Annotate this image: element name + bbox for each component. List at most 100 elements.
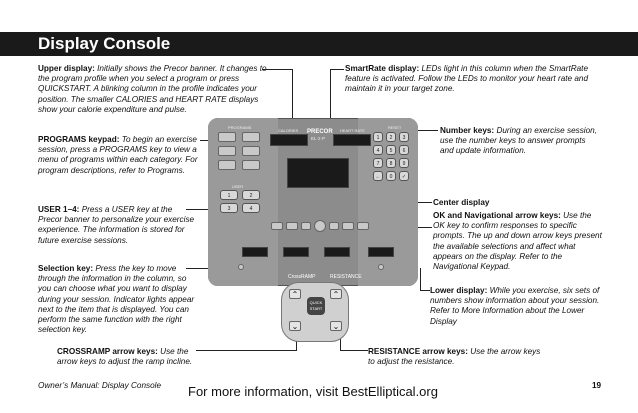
heart-rate-label: HEART RATE: [340, 128, 365, 133]
number-key-enter[interactable]: ✓: [399, 171, 409, 181]
callout-label: Number keys:: [440, 126, 495, 135]
callout-text: Use the OK key to confirm responses to s…: [433, 211, 602, 272]
callout-ok-nav-keys: OK and Navigational arrow keys: Use the …: [433, 211, 603, 272]
console-left-panel: [208, 118, 278, 286]
number-key-0[interactable]: 0: [386, 171, 396, 181]
callout-text: Use the arrow keys to adjust the ramp in…: [57, 347, 193, 367]
footer-promo: For more information, visit BestElliptic…: [188, 384, 438, 399]
callout-label: Upper display:: [38, 64, 95, 73]
callout-selection-key: Selection key: Press the key to move thr…: [38, 264, 200, 335]
leader-crossramp: [196, 350, 296, 351]
leader-upper-display: [262, 69, 292, 70]
program-key-3[interactable]: [218, 146, 236, 156]
program-key-5[interactable]: [218, 160, 236, 170]
number-key-clear[interactable]: ←: [373, 171, 383, 181]
callout-number-keys: Number keys: During an exercise session,…: [440, 126, 600, 157]
reset-label: RESET: [388, 125, 402, 130]
user-key-3[interactable]: 3: [220, 203, 238, 213]
nav-up-arrow[interactable]: [301, 222, 311, 230]
lower-display-1: [242, 247, 268, 257]
number-key-1[interactable]: 1: [373, 132, 383, 142]
leader-smartrate-v: [330, 69, 331, 127]
quick-start-label: QUICK START: [309, 300, 323, 311]
resistance-down-arrow[interactable]: ⌄: [330, 321, 342, 331]
program-key-6[interactable]: [242, 160, 260, 170]
footer-manual-title: Owner’s Manual: Display Console: [38, 381, 162, 390]
callout-smartrate: SmartRate display: LEDs light in this co…: [345, 64, 600, 95]
number-key-4[interactable]: 4: [373, 145, 383, 155]
user-key-4[interactable]: 4: [242, 203, 260, 213]
user-key-2[interactable]: 2: [242, 190, 260, 200]
resistance-label: RESISTANCE: [330, 274, 362, 280]
lower-display-4: [368, 247, 394, 257]
leader-number-keys: [408, 130, 438, 131]
nav-key-left-2[interactable]: [286, 222, 298, 230]
callout-label: SmartRate display:: [345, 64, 420, 73]
crossramp-down-arrow[interactable]: ⌄: [289, 321, 301, 331]
nav-down-arrow[interactable]: [329, 222, 339, 230]
nav-key-right-1[interactable]: [342, 222, 354, 230]
leader-lower-display: [420, 290, 430, 291]
leader-resistance: [340, 350, 368, 351]
nav-key-left-1[interactable]: [271, 222, 283, 230]
nav-key-right-2[interactable]: [357, 222, 369, 230]
program-key-4[interactable]: [242, 146, 260, 156]
user-label: USER: [232, 184, 244, 189]
callout-label: PROGRAMS keypad:: [38, 135, 120, 144]
number-key-9[interactable]: 9: [399, 158, 409, 168]
heart-rate-display: [333, 134, 371, 146]
quick-start-button[interactable]: QUICK START: [307, 297, 325, 315]
callout-resistance: RESISTANCE arrow keys: Use the arrow key…: [368, 347, 548, 367]
callout-label: Lower display:: [430, 286, 488, 295]
callout-label: CROSSRAMP arrow keys:: [57, 347, 158, 356]
leader-user: [186, 209, 216, 210]
callout-crossramp: CROSSRAMP arrow keys: Use the arrow keys…: [57, 347, 207, 367]
callout-text: LEDs light in this column when the Smart…: [345, 64, 589, 94]
callout-programs-keypad: PROGRAMS keypad: To begin an exercise se…: [38, 135, 200, 176]
callout-label: USER 1–4:: [38, 205, 80, 214]
brand-logo: PRECOR: [307, 129, 333, 135]
number-key-5[interactable]: 5: [386, 145, 396, 155]
callout-center-display: Center display: [433, 198, 603, 208]
user-key-1[interactable]: 1: [220, 190, 238, 200]
callout-user-keys: USER 1–4: Press a USER key at the Precor…: [38, 205, 198, 246]
number-key-7[interactable]: 7: [373, 158, 383, 168]
section-title: Display Console: [0, 32, 638, 56]
callout-label: Selection key:: [38, 264, 94, 273]
number-key-6[interactable]: 6: [399, 145, 409, 155]
program-key-2[interactable]: [242, 132, 260, 142]
number-key-2[interactable]: 2: [386, 132, 396, 142]
ok-key[interactable]: [314, 220, 326, 232]
lower-display-3: [324, 247, 350, 257]
program-key-1[interactable]: [218, 132, 236, 142]
leader-upper-display-v: [292, 69, 293, 127]
callout-text: Use the arrow keys to adjust the resista…: [368, 347, 541, 367]
callout-text: Press the key to move through the inform…: [38, 264, 195, 335]
leader-smartrate: [330, 69, 344, 70]
callout-label: Center display: [433, 198, 490, 207]
crossramp-up-arrow[interactable]: ⌃: [289, 289, 301, 299]
calories-label: CALORIES: [278, 128, 299, 133]
center-display: [287, 158, 349, 188]
calories-display: [270, 134, 308, 146]
callout-label: OK and Navigational arrow keys:: [433, 211, 561, 220]
selection-key-right[interactable]: [378, 264, 384, 270]
callout-text: While you exercise, six sets of numbers …: [430, 286, 600, 326]
programs-label: PROGRAMS: [228, 125, 252, 130]
lower-display-2: [283, 247, 309, 257]
number-key-3[interactable]: 3: [399, 132, 409, 142]
callout-lower-display: Lower display: While you exercise, six s…: [430, 286, 600, 327]
leader-lower-display-v: [420, 268, 421, 290]
callout-text: Press a USER key at the Precor banner to…: [38, 205, 195, 245]
callout-text: To begin an exercise session, press a PR…: [38, 135, 198, 175]
page-number: 19: [592, 381, 602, 390]
callout-upper-display: Upper display: Initially shows the Preco…: [38, 64, 274, 115]
selection-key-left[interactable]: [238, 264, 244, 270]
number-key-8[interactable]: 8: [386, 158, 396, 168]
crossramp-label: CrossRAMP: [288, 274, 316, 280]
callout-text: During an exercise session, use the numb…: [440, 126, 598, 156]
model-name: EL·2·P: [311, 136, 326, 141]
callout-text: Initially shows the Precor banner. It ch…: [38, 64, 267, 114]
callout-label: RESISTANCE arrow keys:: [368, 347, 468, 356]
resistance-up-arrow[interactable]: ⌃: [330, 289, 342, 299]
